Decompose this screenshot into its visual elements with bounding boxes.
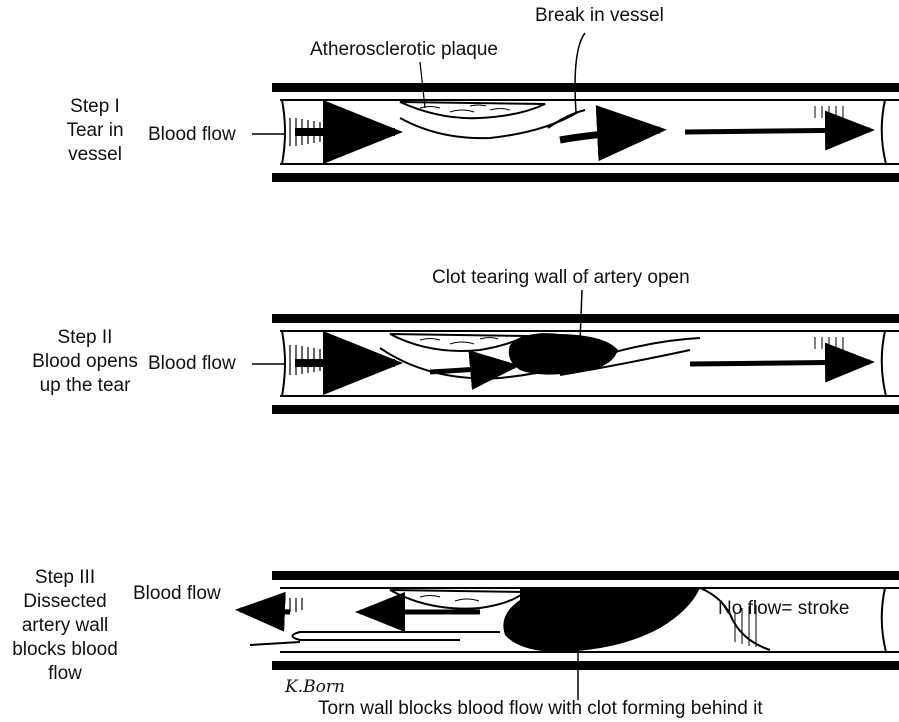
vessel-step-2 [252, 290, 899, 414]
vessel-wall-bottom-2 [272, 405, 899, 414]
artist-signature: K.Born [285, 677, 345, 697]
torn-wall-annotation: Torn wall blocks blood flow with clot fo… [318, 697, 763, 721]
atherosclerotic-plaque [400, 102, 545, 118]
flow-arrow [560, 130, 660, 140]
vessel-wall-bottom-1 [272, 173, 899, 182]
flow-arrow [430, 366, 515, 372]
clot-annotation: Clot tearing wall of artery open [432, 266, 690, 290]
flow-arrow [685, 130, 870, 132]
step-2-label: Step II Blood opens up the tear [0, 326, 170, 398]
break-annotation: Break in vessel [535, 4, 664, 28]
flow-arrow [240, 610, 290, 612]
torn-wall-clot [503, 588, 700, 652]
vessel-wall-bottom-3 [272, 661, 899, 670]
flow-arrow [690, 362, 870, 364]
blood-flow-label-3: Blood flow [133, 582, 221, 606]
no-flow-annotation: No flow= stroke [718, 597, 849, 621]
step-3-label: Step III Dissected artery wall blocks bl… [0, 566, 130, 686]
blood-flow-label-2: Blood flow [148, 352, 236, 376]
vessel-wall-top-1 [272, 83, 899, 92]
vessel-wall-top-3 [272, 571, 899, 580]
atherosclerotic-plaque-3 [390, 590, 525, 609]
blood-flow-label-1: Blood flow [148, 123, 236, 147]
plaque-annotation: Atherosclerotic plaque [310, 38, 498, 62]
vessel-wall-top-2 [272, 314, 899, 323]
